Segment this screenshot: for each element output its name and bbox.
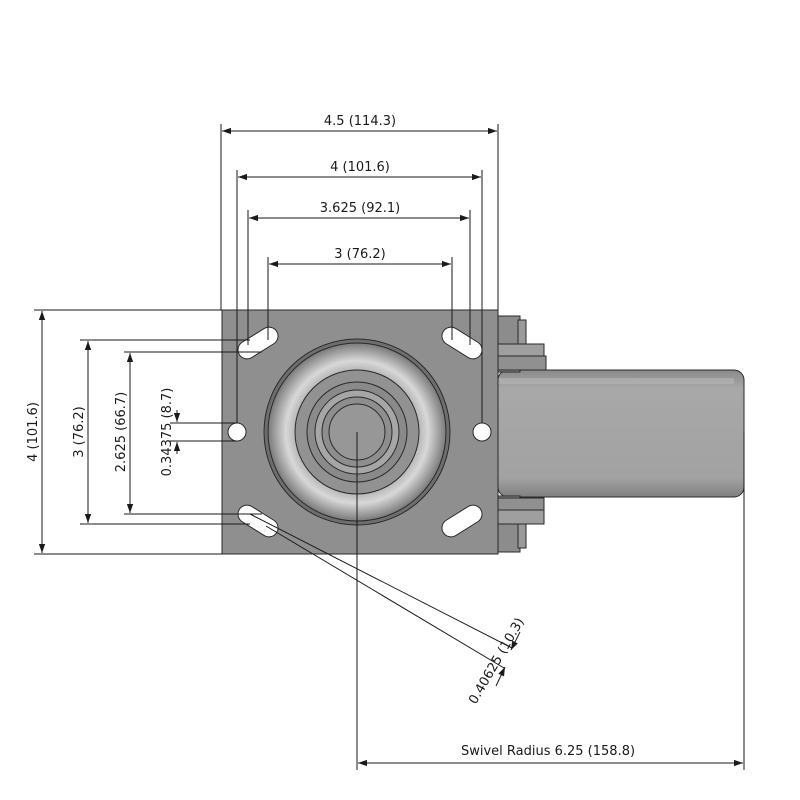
label-swivel-radius: Swivel Radius 6.25 (158.8) xyxy=(461,744,635,759)
caster-part xyxy=(221,309,745,555)
label-bolt-height-inner: 2.625 (66.7) xyxy=(114,392,129,472)
wheel xyxy=(497,369,745,498)
fork-lower xyxy=(497,495,545,553)
label-slot-outer-width: 3.625 (92.1) xyxy=(320,201,400,216)
label-plate-height: 4 (101.6) xyxy=(26,402,41,462)
label-hole-offset: 0.34375 (8.7) xyxy=(160,388,175,477)
dim-line-slot-width-a xyxy=(510,631,521,651)
slot-bottom-right xyxy=(441,504,483,538)
bolt-hole-right xyxy=(472,422,492,442)
label-slot-inner-width: 3 (76.2) xyxy=(334,247,386,262)
label-bolt-height-outer: 3 (76.2) xyxy=(72,406,87,458)
label-plate-width: 4.5 (114.3) xyxy=(324,114,396,129)
extension-lines xyxy=(34,124,745,770)
dim-line-slot-width-b xyxy=(495,666,506,687)
bolt-hole-left xyxy=(227,422,247,442)
dimension-lines xyxy=(38,127,743,767)
fork-upper xyxy=(497,315,547,373)
label-bolt-outer-width: 4 (101.6) xyxy=(330,160,390,175)
